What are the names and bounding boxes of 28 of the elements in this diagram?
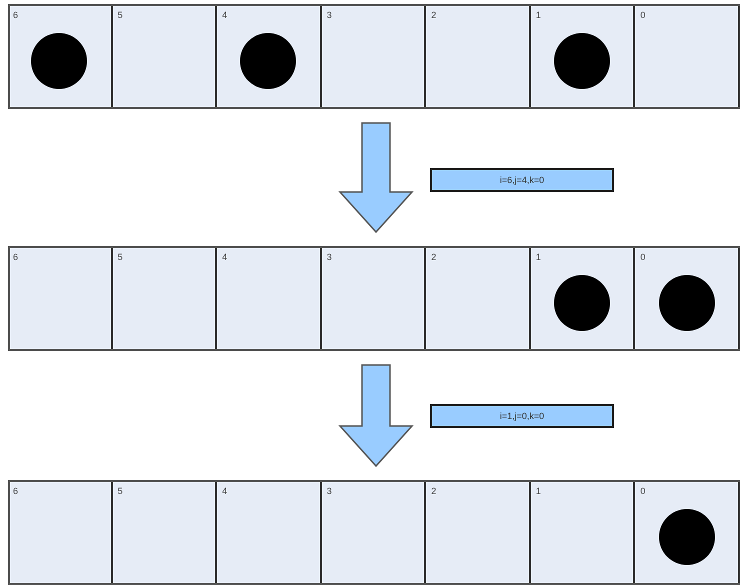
cell-index: 4 [222,486,228,496]
cell-index: 6 [13,486,18,496]
cell-index: 5 [118,252,123,262]
cell-index: 5 [118,486,123,496]
cell-index: 0 [640,486,646,496]
cell-index: 6 [13,252,18,262]
cell-index: 0 [640,252,646,262]
state-label: i=6,j=4,k=0 [430,168,614,192]
cell-index: 1 [536,252,541,262]
state-label: i=1,j=0,k=0 [430,404,614,428]
cell-index: 2 [431,486,436,496]
cell-index: 4 [222,10,228,20]
cell-index: 2 [431,252,436,262]
cell-index: 1 [536,10,541,20]
array-row [8,246,740,351]
cell-index: 3 [326,10,332,20]
cell-index: 3 [326,252,332,262]
block-arrow [338,364,414,468]
cell-index: 4 [222,252,228,262]
cell-index: 2 [431,10,436,20]
cell-index: 3 [326,486,332,496]
cell-index: 6 [13,10,18,20]
cell-index: 5 [118,10,123,20]
array-row [8,480,740,585]
cell-index: 1 [536,486,541,496]
block-arrow [338,122,414,234]
cell-index: 0 [640,10,646,20]
array-row [8,4,740,109]
